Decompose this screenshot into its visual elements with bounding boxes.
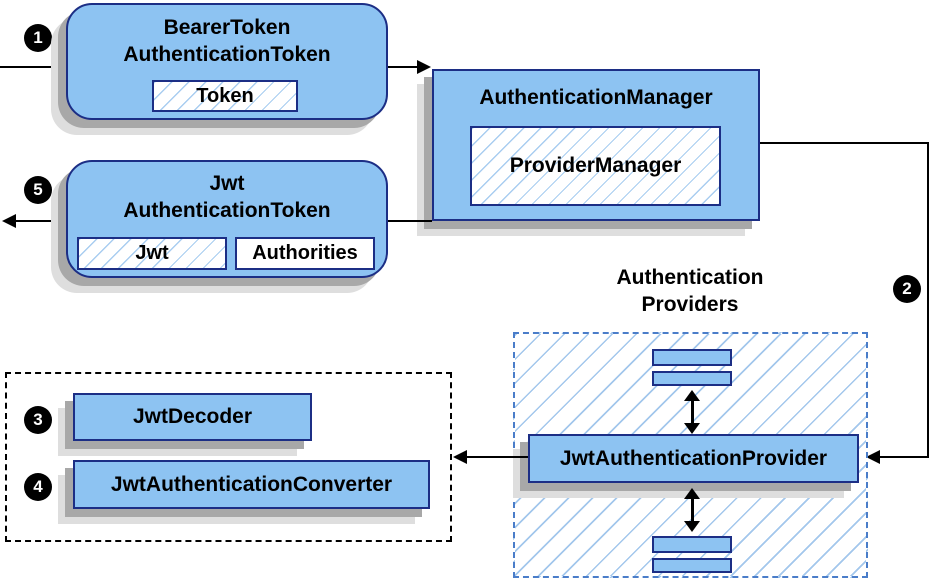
token-field-label: Token: [196, 85, 254, 107]
jwt-authentication-converter-label: JwtAuthenticationConverter: [110, 473, 393, 496]
step-2-number: 2: [902, 279, 912, 298]
jwt-decoder-label: JwtDecoder: [132, 405, 253, 428]
provider-slot-bar: [652, 536, 732, 553]
step-3-number: 3: [33, 410, 43, 429]
token-field: Token: [152, 80, 298, 112]
manager-to-provider-line-right: [927, 142, 929, 458]
provider-slot-bar: [652, 558, 732, 573]
provider-to-resolver-arrowhead-icon: [453, 450, 467, 464]
jwt-authentication-token-box: Jwt AuthenticationToken Jwt Authorities: [66, 160, 388, 278]
step-1-number: 1: [33, 28, 43, 47]
manager-to-token-return-line: [388, 220, 432, 222]
bearer-token-title-line2: AuthenticationToken: [123, 43, 331, 66]
authentication-manager-title: AuthenticationManager: [479, 86, 713, 109]
to-authentication-manager-arrowhead-icon: [417, 60, 431, 74]
double-arrow-bottom-icon: [683, 488, 701, 532]
to-provider-arrowhead-icon: [866, 450, 880, 464]
provider-slot-bar: [652, 349, 732, 366]
authorities-field: Authorities: [235, 237, 375, 270]
step-3-badge: 3: [24, 406, 52, 434]
authentication-providers-title: Authentication Providers: [555, 264, 825, 318]
jwt-authentication-provider-box: JwtAuthenticationProvider: [528, 434, 859, 483]
authentication-manager-box: AuthenticationManager ProviderManager: [432, 69, 760, 221]
provider-manager-label: ProviderManager: [509, 154, 682, 177]
step-4-badge: 4: [24, 473, 52, 501]
authorities-field-label: Authorities: [252, 242, 358, 264]
jwt-token-title-line2: AuthenticationToken: [123, 199, 331, 222]
bearer-token-title-line1: BearerToken: [163, 16, 291, 39]
providers-title-line1: Authentication: [616, 266, 764, 289]
authentication-providers-group: JwtAuthenticationProvider: [513, 332, 868, 578]
outgoing-result-arrowhead-icon: [2, 214, 16, 228]
bearer-token-authentication-token-box: BearerToken AuthenticationToken Token: [66, 3, 388, 120]
jwt-token-title-line1: Jwt: [209, 172, 245, 195]
jwt-resolver-group: [5, 372, 452, 542]
step-5-badge: 5: [24, 176, 52, 204]
provider-to-resolver-line: [466, 456, 528, 458]
manager-to-provider-line-top: [760, 142, 929, 144]
jwt-authentication-converter-box: JwtAuthenticationConverter: [73, 460, 430, 509]
outgoing-result-line: [14, 220, 66, 222]
jwt-authentication-provider-label: JwtAuthenticationProvider: [559, 447, 828, 470]
step-1-badge: 1: [24, 24, 52, 52]
manager-to-provider-line-bottom: [878, 456, 929, 458]
double-arrow-top-icon: [683, 390, 701, 434]
provider-slot-bar: [652, 371, 732, 386]
jwt-decoder-box: JwtDecoder: [73, 393, 312, 441]
providers-title-line2: Providers: [641, 293, 739, 316]
jwt-field: Jwt: [77, 237, 227, 270]
incoming-request-line: [0, 66, 66, 68]
provider-manager-box: ProviderManager: [470, 126, 721, 206]
step-5-number: 5: [33, 180, 43, 199]
jwt-field-label: Jwt: [135, 242, 169, 264]
step-4-number: 4: [33, 477, 43, 496]
to-authentication-manager-line: [388, 66, 418, 68]
step-2-badge: 2: [893, 275, 921, 303]
